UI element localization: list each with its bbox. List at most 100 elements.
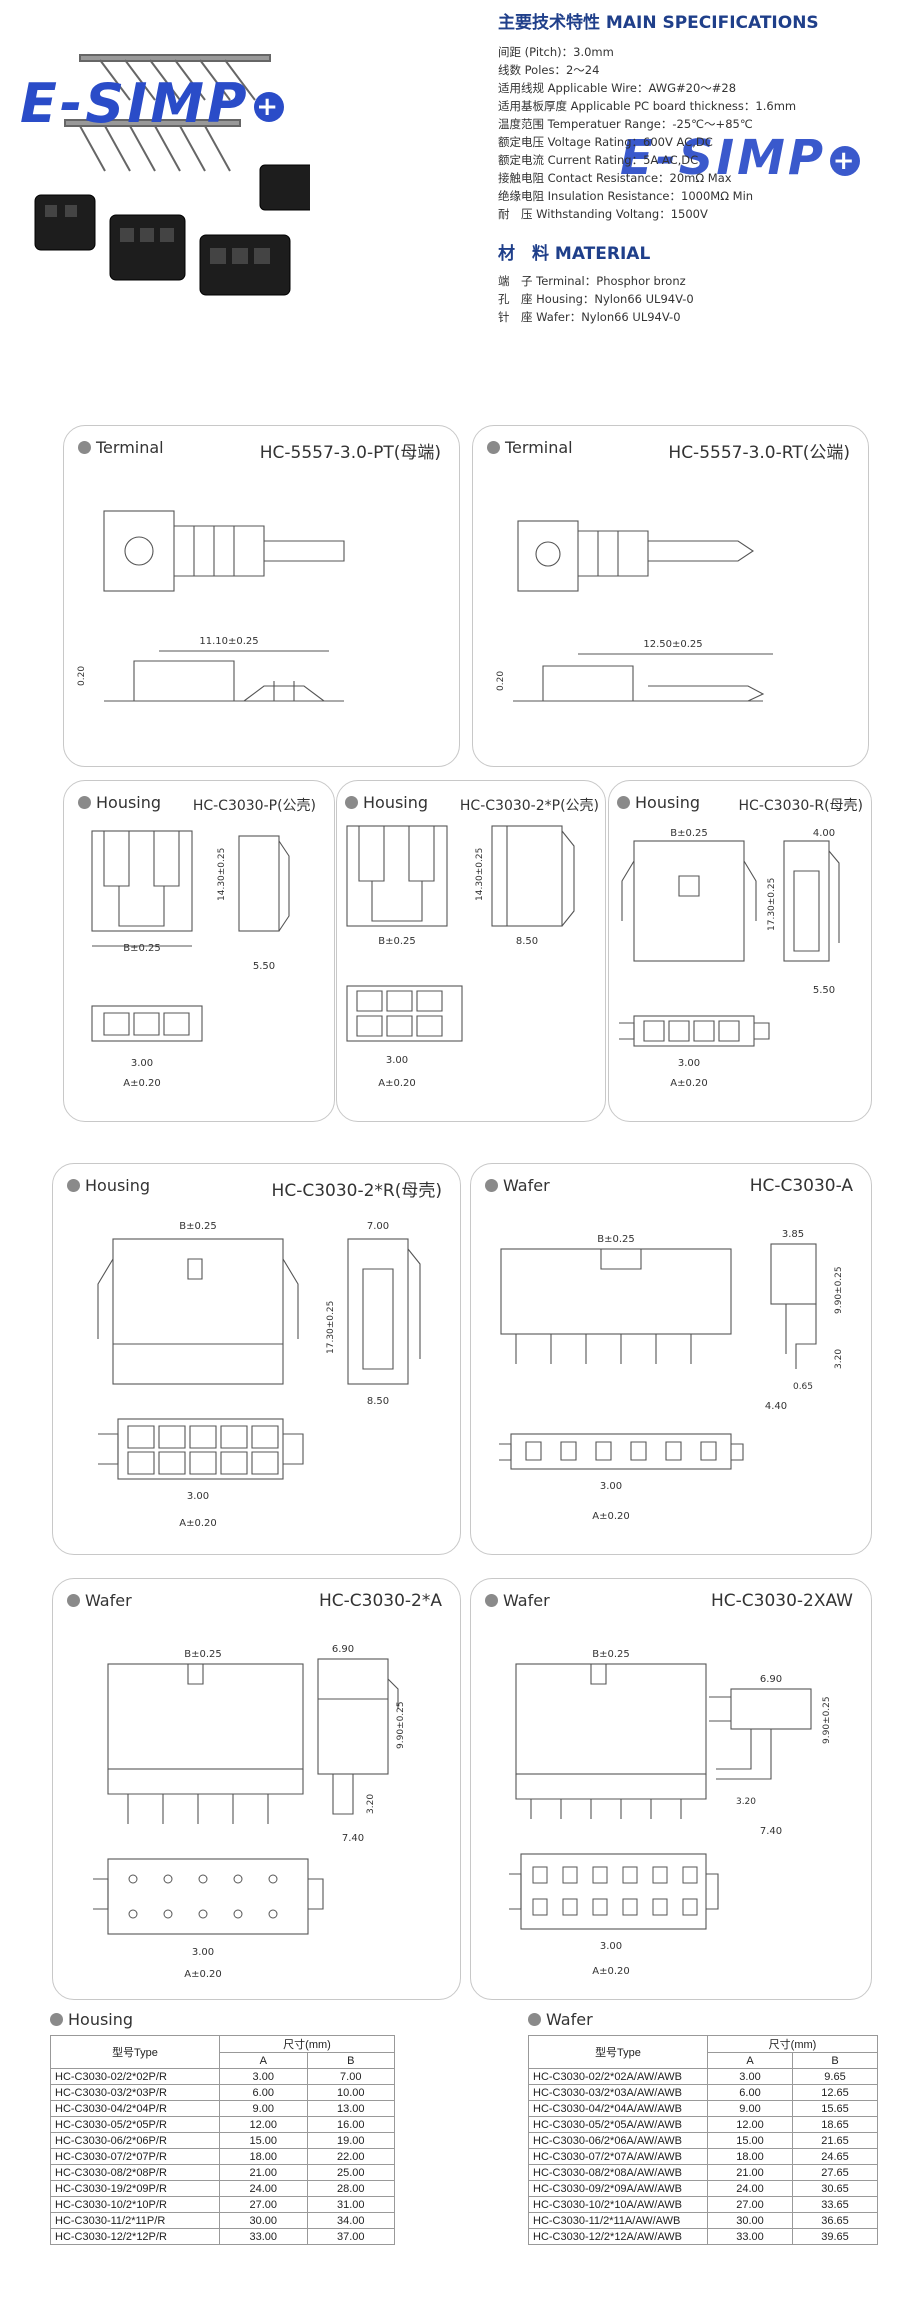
cell-b: 7.00 bbox=[306, 2068, 395, 2085]
dim-b: B±0.25 bbox=[179, 1221, 217, 1232]
cell-type: HC-C3030-11/2*11P/R bbox=[50, 2212, 220, 2229]
dim-pitch: 3.00 bbox=[131, 1058, 153, 1069]
dim-width: 8.50 bbox=[516, 936, 538, 947]
panel-type: Housing bbox=[67, 1176, 150, 1195]
cell-a: 30.00 bbox=[219, 2212, 308, 2229]
main-specifications: 主要技术特性 MAIN SPECIFICATIONS 间距 (Pitch)：3.… bbox=[498, 8, 908, 326]
spec-line: 线数 Poles：2～24 bbox=[498, 63, 600, 77]
spec-line: 端 子 Terminal：Phosphor bronz bbox=[498, 274, 686, 288]
cell-a: 6.00 bbox=[219, 2084, 308, 2101]
cell-a: 24.00 bbox=[219, 2180, 308, 2197]
dim-thickness: 0.20 bbox=[77, 666, 87, 686]
product-photo bbox=[10, 0, 316, 300]
panel-model: HC-C3030-A bbox=[749, 1176, 853, 1196]
spec-line: 间距 (Pitch)：3.0mm bbox=[498, 45, 614, 59]
panel-housing-2r: Housing HC-C3030-2*R(母壳) B±0.25 17.30±0.… bbox=[52, 1163, 461, 1555]
dim-width: 7.40 bbox=[760, 1826, 782, 1837]
cell-type: HC-C3030-11/2*11A/AW/AWB bbox=[528, 2212, 708, 2229]
cell-a: 12.00 bbox=[707, 2116, 793, 2133]
cell-type: HC-C3030-02/2*02A/AW/AWB bbox=[528, 2068, 708, 2085]
dim-height: 14.30±0.25 bbox=[217, 848, 227, 901]
dim-pin-height: 3.20 bbox=[834, 1349, 844, 1369]
dim-pin-size: 0.65 bbox=[793, 1382, 813, 1392]
cell-type: HC-C3030-05/2*05P/R bbox=[50, 2116, 220, 2133]
dim-height: 17.30±0.25 bbox=[767, 878, 777, 931]
wafer-a-drawing: B±0.25 3.85 9.90±0.25 3.20 0.65 4.40 3.0… bbox=[499, 1229, 844, 1522]
cell-b: 27.65 bbox=[792, 2164, 878, 2181]
dim-height: 17.30±0.25 bbox=[326, 1301, 336, 1354]
cell-b: 28.00 bbox=[306, 2180, 395, 2197]
material-title: 材 料 MATERIAL bbox=[498, 239, 908, 264]
cell-a: 12.00 bbox=[219, 2116, 308, 2133]
terminal-pt-drawing: 11.10±0.25 0.20 bbox=[77, 510, 345, 702]
col-a: A bbox=[707, 2052, 793, 2069]
col-a: A bbox=[219, 2052, 308, 2069]
brand-logo-plus-icon: + bbox=[253, 92, 284, 123]
cell-type: HC-C3030-06/2*06A/AW/AWB bbox=[528, 2132, 708, 2149]
panel-model: HC-C3030-2*P(公壳) bbox=[459, 798, 599, 814]
brand-logo-text: E-SIMP bbox=[20, 72, 250, 135]
wafer-2a-drawing: B±0.25 6.90 9.90±0.25 3.20 7.40 3.00 A±0… bbox=[93, 1644, 406, 1980]
dim-b: B±0.25 bbox=[592, 1649, 630, 1660]
dim-a: A±0.20 bbox=[592, 1511, 630, 1522]
spec-line: 温度范围 Temperatuer Range：-25℃～+85℃ bbox=[498, 117, 753, 131]
dim-pitch: 3.00 bbox=[600, 1481, 622, 1492]
spec-line: 额定电压 Voltage Rating：600V AC,DC bbox=[498, 135, 713, 149]
dim-width: 7.40 bbox=[342, 1833, 364, 1844]
cell-a: 27.00 bbox=[707, 2196, 793, 2213]
cell-type: HC-C3030-07/2*07A/AW/AWB bbox=[528, 2148, 708, 2165]
dim-b: B±0.25 bbox=[597, 1234, 635, 1245]
spec-line: 耐 压 Withstanding Voltang：1500V bbox=[498, 207, 708, 221]
dim-thickness: 0.20 bbox=[496, 671, 506, 691]
dim-a: A±0.20 bbox=[179, 1518, 217, 1529]
spec-line: 适用线规 Applicable Wire：AWG#20～#28 bbox=[498, 81, 737, 95]
cell-b: 31.00 bbox=[306, 2196, 395, 2213]
dim-width: 4.40 bbox=[765, 1401, 787, 1412]
cell-a: 24.00 bbox=[707, 2180, 793, 2197]
cell-type: HC-C3030-12/2*12P/R bbox=[50, 2228, 220, 2245]
cell-b: 37.00 bbox=[306, 2228, 395, 2245]
brand-logo-plus-icon: + bbox=[830, 146, 861, 176]
dim-height: 9.90±0.25 bbox=[834, 1266, 844, 1314]
cell-b: 9.65 bbox=[792, 2068, 878, 2085]
cell-a: 33.00 bbox=[219, 2228, 308, 2245]
cell-a: 9.00 bbox=[707, 2100, 793, 2117]
spec-line: 额定电流 Current Rating：5A AC,DC bbox=[498, 153, 699, 167]
dim-a: A±0.20 bbox=[670, 1078, 708, 1089]
panel-type: Housing bbox=[78, 793, 161, 812]
dim-b: B±0.25 bbox=[184, 1649, 222, 1660]
wafer-table-section: Wafer 型号Type 尺寸(mm) A B HC-C3030-02/2*02… bbox=[528, 2010, 888, 2245]
cell-type: HC-C3030-08/2*08A/AW/AWB bbox=[528, 2164, 708, 2181]
spec-line: 接触电阻 Contact Resistance：20mΩ Max bbox=[498, 171, 732, 185]
dim-top: 3.85 bbox=[782, 1229, 804, 1240]
col-type: 型号Type bbox=[50, 2035, 220, 2069]
dim-b: B±0.25 bbox=[123, 943, 161, 954]
panel-wafer-a: Wafer HC-C3030-A B±0.25 3.85 9.90±0.25 3… bbox=[470, 1163, 872, 1555]
dim-a: A±0.20 bbox=[592, 1966, 630, 1977]
panel-model: HC-C3030-R(母壳) bbox=[738, 798, 863, 814]
cell-a: 3.00 bbox=[219, 2068, 308, 2085]
panel-model: HC-C3030-2XAW bbox=[710, 1591, 853, 1611]
dim-length: 12.50±0.25 bbox=[643, 639, 702, 650]
cell-type: HC-C3030-10/2*10A/AW/AWB bbox=[528, 2196, 708, 2213]
cell-type: HC-C3030-10/2*10P/R bbox=[50, 2196, 220, 2213]
dim-a: A±0.20 bbox=[184, 1969, 222, 1980]
col-dimensions: 尺寸(mm) bbox=[219, 2035, 395, 2053]
housing-2p-drawing: B±0.25 14.30±0.25 8.50 3.00 A±0.20 bbox=[346, 825, 575, 1089]
cell-a: 18.00 bbox=[707, 2148, 793, 2165]
panel-model: HC-C3030-2*A bbox=[318, 1591, 442, 1611]
housing-table-title: Housing bbox=[50, 2010, 400, 2029]
panel-housing-p: Housing HC-C3030-P(公壳) B±0.25 14.30±0.25… bbox=[63, 780, 335, 1122]
specs-title: 主要技术特性 MAIN SPECIFICATIONS bbox=[498, 8, 908, 33]
material-title-cn: 材 料 bbox=[498, 244, 549, 264]
col-dimensions: 尺寸(mm) bbox=[707, 2035, 878, 2053]
